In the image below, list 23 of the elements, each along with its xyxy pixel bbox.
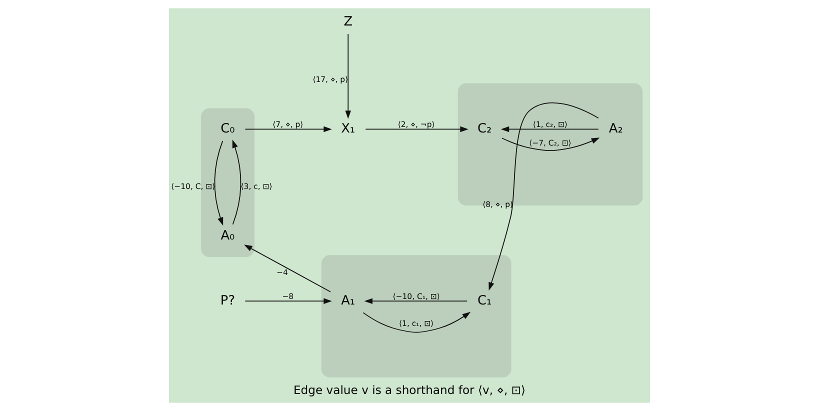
node-text: A₀ bbox=[220, 228, 234, 244]
node-text: C₁ bbox=[477, 293, 492, 308]
arrow bbox=[232, 140, 241, 225]
caption: Edge value v is a shorthand for ⟨v, ⋄, ⊡⟩ bbox=[292, 383, 526, 398]
node-text: C₀ bbox=[220, 121, 234, 136]
node-text: X₁ bbox=[340, 121, 355, 136]
arrow bbox=[364, 298, 468, 304]
arrow bbox=[214, 140, 223, 226]
node-text: C₂ bbox=[477, 121, 492, 136]
arrow bbox=[501, 138, 600, 152]
arrow bbox=[500, 126, 598, 132]
node-text: A₂ bbox=[608, 121, 622, 136]
arrow bbox=[344, 34, 350, 119]
arrow bbox=[364, 126, 468, 132]
node-text: A₁ bbox=[340, 293, 355, 308]
node-text: P? bbox=[220, 293, 235, 308]
cluster bbox=[320, 255, 511, 378]
node-text: Z bbox=[343, 14, 352, 30]
arrow bbox=[244, 244, 330, 292]
arrow bbox=[488, 102, 598, 291]
arrow bbox=[362, 312, 470, 333]
arrow bbox=[244, 126, 332, 132]
arrow bbox=[244, 298, 332, 304]
